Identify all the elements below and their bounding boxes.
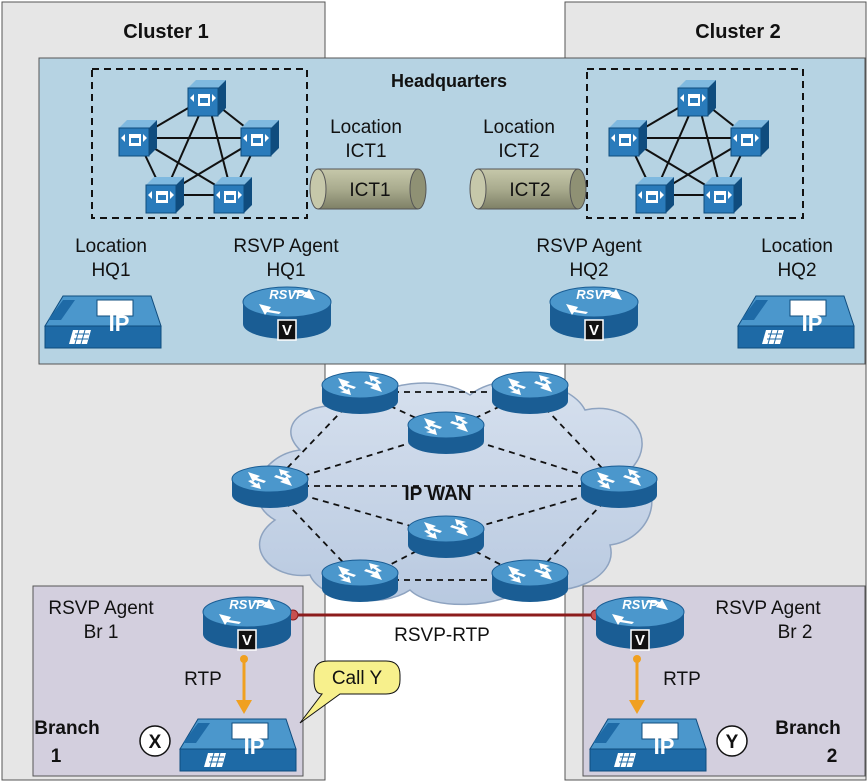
- router-icon: [231, 465, 309, 509]
- ip-phone-icon: [44, 295, 162, 349]
- rtp-arrowhead: [236, 700, 252, 714]
- call-manager-server-icon: [635, 176, 675, 214]
- router-icon: [407, 515, 485, 559]
- rsvp-agent-router-icon: [202, 596, 292, 651]
- svg-text:IP: IP: [654, 734, 675, 759]
- call-manager-server-icon: [145, 176, 185, 214]
- branch2-title: 2: [827, 746, 838, 767]
- ip-phone-icon: [589, 718, 707, 772]
- rsvp-agent-hq2-label: RSVP Agent: [536, 236, 642, 257]
- router-icon: [491, 559, 569, 603]
- call-callout: [299, 660, 401, 724]
- call-manager-server-icon: [703, 176, 743, 214]
- rtp-label: RTP: [184, 669, 222, 690]
- router-icon: [321, 559, 399, 603]
- ict1-trunk: ICT1: [309, 168, 427, 210]
- location-ict2-label: Location: [483, 117, 555, 138]
- router-icon: [491, 371, 569, 415]
- ip-phone-labels: IP IP IP IP: [109, 311, 823, 759]
- ip-phone-icon: [737, 295, 855, 349]
- rsvp-agent-hq1-label: RSVP Agent: [233, 236, 339, 257]
- ip-wan-cloud: [256, 380, 653, 606]
- branch1-title: 1: [51, 746, 62, 767]
- rsvp-agent-hq1-label: HQ1: [266, 260, 305, 281]
- cluster1-server-group: [91, 68, 308, 219]
- location-hq1-label: Location: [75, 236, 147, 257]
- branch2-title: Branch: [775, 718, 840, 739]
- router-icon: [321, 371, 399, 415]
- svg-text:ICT1: ICT1: [349, 180, 390, 201]
- location-ict1-label: Location: [330, 117, 402, 138]
- call-manager-server-icon: [187, 79, 227, 117]
- rtp-label: RTP: [663, 669, 701, 690]
- endpoint-y-label: Y: [726, 732, 739, 753]
- endpoint-y-badge: [716, 725, 748, 757]
- rsvp-agent-hq2-label: HQ2: [569, 260, 608, 281]
- cluster1-title: Cluster 1: [123, 21, 209, 43]
- ict2-trunk: ICT2: [469, 168, 587, 210]
- cluster2-server-group: [586, 68, 804, 219]
- router-icon: [580, 465, 658, 509]
- headquarters-title: Headquarters: [391, 71, 507, 91]
- ip-wan-label: IP WAN: [404, 484, 471, 505]
- call-callout-text: Call Y: [332, 668, 383, 689]
- rsvp-agent-br1-label: Br 1: [84, 622, 119, 643]
- rsvp-agent-router-icon: [595, 596, 685, 651]
- call-manager-server-icon: [677, 79, 717, 117]
- call-manager-server-icon: [213, 176, 253, 214]
- call-manager-server-icon: [730, 119, 770, 157]
- svg-text:IP: IP: [244, 734, 265, 759]
- svg-text:ICT2: ICT2: [509, 180, 550, 201]
- call-manager-server-icon: [240, 119, 280, 157]
- location-hq1-label: HQ1: [91, 260, 130, 281]
- call-manager-server-icon: [118, 119, 158, 157]
- svg-text:IP: IP: [802, 311, 823, 336]
- cluster2-title: Cluster 2: [695, 21, 781, 43]
- svg-text:IP: IP: [109, 311, 130, 336]
- rsvp-rtp-label: RSVP-RTP: [394, 625, 490, 646]
- call-manager-server-icon: [608, 119, 648, 157]
- rsvp-agent-router-icon: [549, 286, 639, 341]
- endpoint-x-badge: [139, 725, 171, 757]
- location-hq2-label: HQ2: [777, 260, 816, 281]
- rsvp-agent-router-icon: [242, 286, 332, 341]
- location-ict2-label: ICT2: [498, 141, 539, 162]
- ip-phone-icon: [179, 718, 297, 772]
- location-hq2-label: Location: [761, 236, 833, 257]
- endpoint-x-label: X: [149, 732, 162, 753]
- rtp-arrowhead: [629, 700, 645, 714]
- branch1-title: Branch: [34, 718, 99, 739]
- rsvp-agent-br2-label: RSVP Agent: [715, 598, 821, 619]
- rsvp-agent-br2-label: Br 2: [778, 622, 813, 643]
- router-icon: [407, 411, 485, 455]
- rsvp-agent-br1-label: RSVP Agent: [48, 598, 154, 619]
- location-ict1-label: ICT1: [345, 141, 386, 162]
